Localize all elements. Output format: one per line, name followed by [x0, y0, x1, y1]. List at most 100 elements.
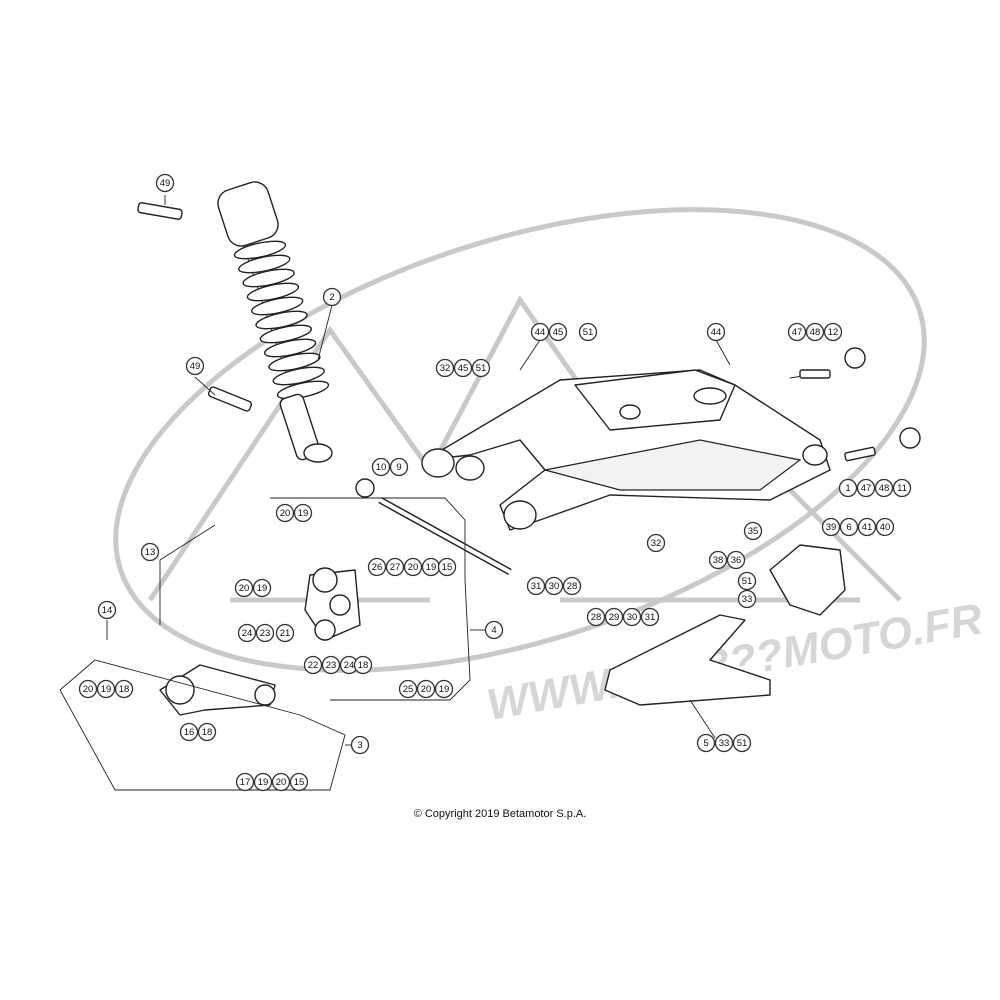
- part-callout: 31: [640, 607, 660, 627]
- callout-circle: [548, 322, 568, 342]
- part-callout: 19: [434, 679, 454, 699]
- callout-number: 20: [83, 684, 94, 695]
- part-callout: 30: [622, 607, 642, 627]
- shock-absorber: [217, 181, 333, 463]
- part-callout: 47: [856, 478, 876, 498]
- part-callout: 51: [578, 322, 598, 342]
- part-callout: 2: [322, 287, 342, 307]
- part-callout: 19: [293, 503, 313, 523]
- callout-number: 20: [421, 684, 432, 695]
- part-callout: 14: [97, 600, 117, 620]
- part-callout: 32: [646, 533, 666, 553]
- callout-circle: [252, 578, 272, 598]
- callout-number: 26: [372, 562, 383, 573]
- callout-number: 10: [376, 462, 387, 473]
- part-callout: 32: [435, 358, 455, 378]
- callout-circle: [604, 607, 624, 627]
- swingarm: [421, 369, 831, 531]
- callout-number: 41: [862, 522, 873, 533]
- callout-number: 19: [257, 583, 268, 594]
- part-callout: 48: [874, 478, 894, 498]
- part-callout: 20: [78, 679, 98, 699]
- callout-circle: [586, 607, 606, 627]
- part-callout: 22: [303, 655, 323, 675]
- callout-circle: [385, 557, 405, 577]
- part-callout: 28: [586, 607, 606, 627]
- part-callout: 36: [726, 550, 746, 570]
- part-callout: 6: [839, 517, 859, 537]
- callout-circle: [437, 557, 457, 577]
- chain-guide: [769, 544, 846, 616]
- callout-number: 51: [737, 738, 748, 749]
- callout-number: 23: [260, 628, 271, 639]
- callout-number: 11: [897, 483, 907, 494]
- callout-number: 29: [609, 612, 620, 623]
- callout-circle: [271, 772, 291, 792]
- callout-circle: [403, 557, 423, 577]
- part-callout: 15: [437, 557, 457, 577]
- part-callout: 45: [548, 322, 568, 342]
- callout-circle: [874, 478, 894, 498]
- part-callout: 10: [371, 457, 391, 477]
- callout-number: 30: [627, 612, 638, 623]
- callout-number: 18: [119, 684, 130, 695]
- part-callout: 51: [471, 358, 491, 378]
- part-callout: 47: [787, 322, 807, 342]
- part-callout: 4: [484, 620, 504, 640]
- callout-number: 51: [476, 363, 487, 374]
- callout-circle: [875, 517, 895, 537]
- callout-circle: [714, 733, 734, 753]
- callout-circle: [839, 517, 859, 537]
- callout-number: 9: [396, 462, 401, 473]
- callout-circle: [530, 322, 550, 342]
- copyright-notice: © Copyright 2019 Betamotor S.p.A.: [413, 808, 587, 820]
- callout-number: 32: [440, 363, 451, 374]
- callout-number: 25: [403, 684, 414, 695]
- callout-number: 15: [442, 562, 453, 573]
- callout-number: 6: [846, 522, 851, 533]
- callout-number: 31: [531, 581, 542, 592]
- callout-circle: [622, 607, 642, 627]
- callout-circle: [350, 735, 370, 755]
- callout-circle: [275, 623, 295, 643]
- part-callout: 13: [140, 542, 160, 562]
- callout-circle: [435, 358, 455, 378]
- callout-number: 22: [308, 660, 319, 671]
- callout-number: 2: [329, 292, 334, 303]
- callout-number: 51: [742, 576, 753, 587]
- callout-number: 16: [184, 727, 195, 738]
- part-callout: 30: [544, 576, 564, 596]
- part-callout: 51: [732, 733, 752, 753]
- part-callout: 33: [714, 733, 734, 753]
- callout-number: 23: [326, 660, 337, 671]
- callout-circle: [726, 550, 746, 570]
- callout-number: 17: [240, 777, 251, 788]
- callout-number: 4: [491, 625, 496, 636]
- callout-number: 45: [553, 327, 564, 338]
- part-callout: 18: [353, 655, 373, 675]
- callout-number: 33: [719, 738, 730, 749]
- part-callout: 20: [234, 578, 254, 598]
- callout-circle: [155, 173, 175, 193]
- callout-number: 28: [567, 581, 578, 592]
- callout-circle: [484, 620, 504, 640]
- chain-slider: [604, 614, 771, 706]
- part-callout: 20: [271, 772, 291, 792]
- callout-number: 24: [242, 628, 253, 639]
- callout-circle: [293, 503, 313, 523]
- part-callout: 11: [892, 478, 912, 498]
- callout-circle: [646, 533, 666, 553]
- callout-circle: [696, 733, 716, 753]
- callout-circle: [389, 457, 409, 477]
- callout-circle: [434, 679, 454, 699]
- part-callout: 21: [275, 623, 295, 643]
- part-callout: 19: [253, 772, 273, 792]
- callout-circle: [544, 576, 564, 596]
- part-callout: 17: [235, 772, 255, 792]
- part-callout: 3: [350, 735, 370, 755]
- part-callout: 1: [838, 478, 858, 498]
- lower-shock-bolt: [207, 386, 253, 412]
- callout-number: 33: [742, 594, 753, 605]
- upper-shock-bolt: [137, 202, 183, 220]
